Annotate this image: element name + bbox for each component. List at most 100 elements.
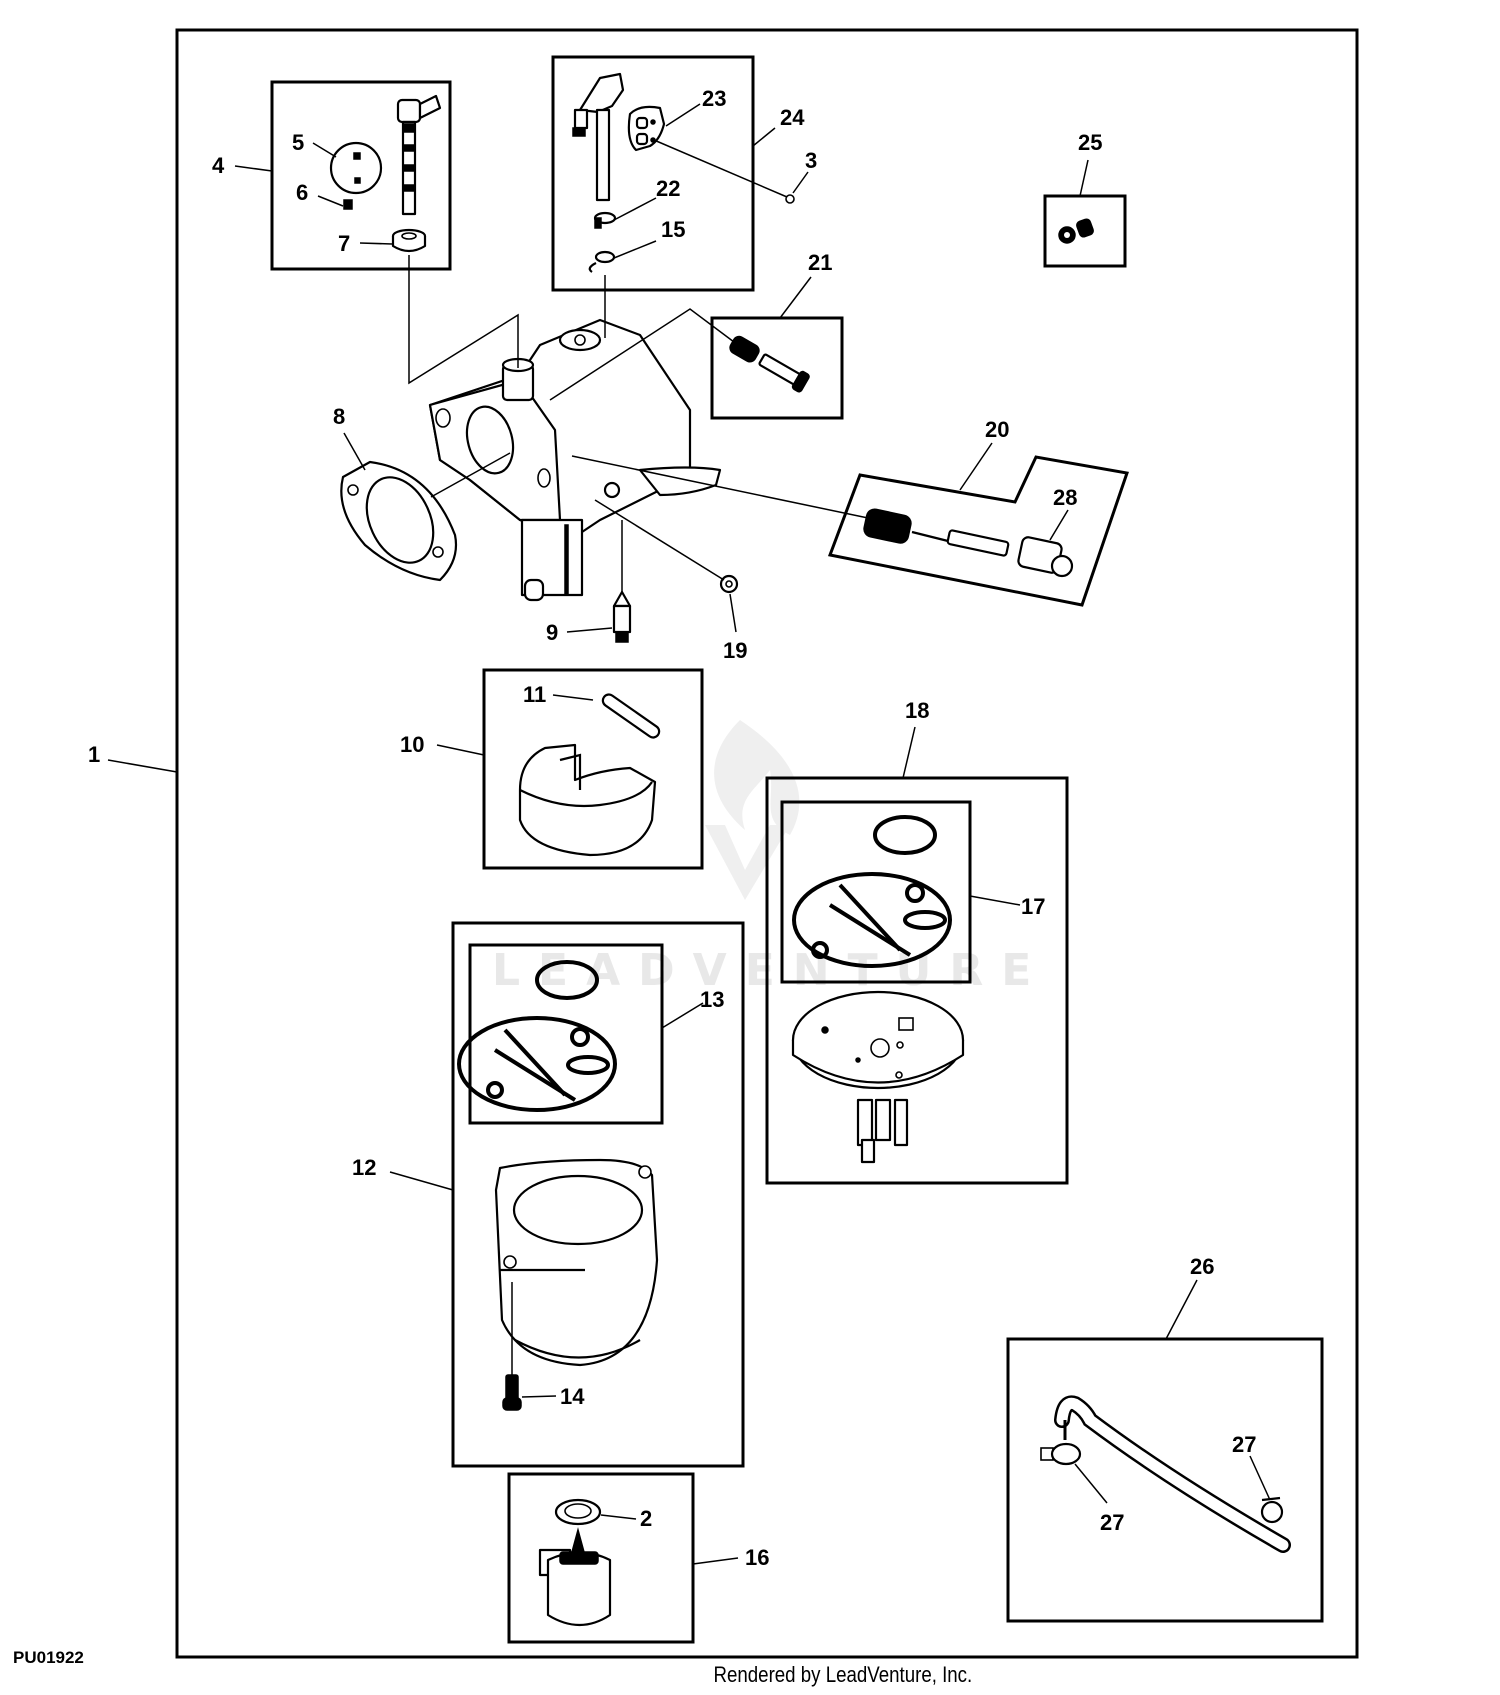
callout-18[interactable]: 18 (905, 698, 929, 723)
callout-20[interactable]: 20 (985, 417, 1009, 442)
callout-12[interactable]: 12 (352, 1155, 376, 1180)
callout-15[interactable]: 15 (661, 217, 685, 242)
leader-11 (552, 694, 594, 701)
callout-21[interactable]: 21 (808, 250, 832, 275)
leader-21 (779, 276, 812, 319)
leader-17 (969, 895, 1021, 906)
group-box-26[interactable] (1006, 1337, 1324, 1623)
leader-19 (729, 593, 737, 633)
callout-19[interactable]: 19 (723, 638, 747, 663)
gasket-kit-part-13[interactable] (457, 960, 617, 1112)
carburetor-body[interactable] (428, 318, 722, 602)
leader-1 (107, 759, 178, 773)
spring-part-15[interactable] (588, 250, 616, 273)
group-box-21[interactable] (710, 316, 844, 420)
watermark-text: LEADVENTURE (492, 945, 1049, 996)
gasket-part-23[interactable] (627, 105, 666, 152)
clamp-part-27b[interactable] (1260, 1496, 1284, 1524)
leader-6 (317, 195, 344, 207)
callout-26[interactable]: 26 (1190, 1254, 1214, 1279)
leader-21-to-body (549, 308, 739, 401)
callout-24[interactable]: 24 (780, 105, 805, 130)
clamp-part-27a[interactable] (1040, 1442, 1082, 1466)
float-hinge-pin-part-11[interactable] (601, 692, 662, 740)
leader-20-to-body (571, 455, 869, 519)
callout-5[interactable]: 5 (292, 130, 304, 155)
callout-22[interactable]: 22 (656, 176, 680, 201)
screw-part-3[interactable] (785, 194, 795, 204)
callout-4[interactable]: 4 (212, 153, 225, 178)
throttle-lever[interactable] (572, 72, 625, 202)
leader-9 (566, 627, 613, 633)
leader-10 (436, 744, 485, 756)
seal-part-22[interactable] (593, 211, 617, 229)
callout-10[interactable]: 10 (400, 732, 424, 757)
callout-17[interactable]: 17 (1021, 894, 1045, 919)
bowl-screw-part-14[interactable] (502, 1282, 522, 1411)
group-box-16[interactable] (507, 1472, 695, 1644)
callout-28[interactable]: 28 (1053, 485, 1077, 510)
leader-19-to-body (594, 499, 725, 581)
leader-27a (1074, 1463, 1108, 1504)
group-box-10[interactable] (482, 668, 704, 870)
leader-24 (752, 127, 776, 147)
leader-8-to-body (430, 452, 511, 498)
plug-kit-part-25[interactable] (1058, 218, 1094, 244)
leader-8 (343, 432, 366, 471)
callout-6[interactable]: 6 (296, 180, 308, 205)
callout-14[interactable]: 14 (560, 1384, 585, 1409)
group-box-25[interactable] (1043, 194, 1127, 268)
pump-plate-part[interactable] (791, 990, 965, 1164)
group-box-12[interactable] (451, 921, 745, 1468)
callout-25[interactable]: 25 (1078, 130, 1102, 155)
idle-mixture-spring[interactable] (863, 508, 913, 545)
fuel-hose-part[interactable] (1054, 1395, 1291, 1553)
callout-13[interactable]: 13 (700, 987, 724, 1012)
inlet-needle-part-9[interactable] (612, 590, 632, 643)
seal-part-7[interactable] (391, 228, 427, 253)
choke-plate-part-5[interactable] (329, 141, 383, 195)
callout-23[interactable]: 23 (702, 86, 726, 111)
leader-15 (613, 240, 657, 259)
callout-9[interactable]: 9 (546, 620, 558, 645)
leader-12 (389, 1171, 454, 1191)
callout-16[interactable]: 16 (745, 1545, 769, 1570)
callout-27a[interactable]: 27 (1100, 1510, 1124, 1535)
leader-14 (521, 1395, 557, 1398)
callout-27b[interactable]: 27 (1232, 1432, 1256, 1457)
idle-mixture-screw[interactable] (911, 529, 1010, 557)
callout-11[interactable]: 11 (523, 682, 546, 707)
screw-part-6[interactable] (343, 199, 353, 210)
float-bowl-part[interactable] (494, 1158, 659, 1367)
idle-speed-screw-part-21[interactable] (727, 333, 810, 393)
fuel-solenoid-part[interactable] (538, 1527, 612, 1626)
float-part[interactable] (518, 743, 657, 857)
watermark-logo (705, 720, 800, 900)
choke-shaft[interactable] (396, 94, 442, 216)
leader-22 (613, 197, 657, 221)
render-credit: Rendered by LeadVenture, Inc. (714, 1664, 973, 1688)
leader-3b (792, 171, 809, 194)
group-box-13[interactable] (468, 943, 664, 1125)
leader-27b (1249, 1455, 1271, 1501)
leader-choke-to-body (408, 255, 519, 385)
callout-3[interactable]: 3 (805, 148, 817, 173)
group-box-18[interactable] (765, 776, 1069, 1185)
assembly-frame (175, 28, 1359, 1659)
gasket-kit-part-17[interactable] (792, 815, 952, 968)
callout-7[interactable]: 7 (338, 231, 350, 256)
leader-5 (312, 142, 337, 158)
group-box-20[interactable] (827, 455, 1129, 607)
group-box-4[interactable] (270, 80, 452, 271)
group-box-24[interactable] (551, 55, 755, 292)
leader-13 (661, 1002, 704, 1029)
leader-7 (359, 242, 393, 245)
washer-part-2[interactable] (554, 1498, 602, 1526)
callout-8[interactable]: 8 (333, 404, 345, 429)
callout-2[interactable]: 2 (640, 1506, 652, 1531)
callout-1[interactable]: 1 (88, 742, 100, 767)
limiter-cap-part-28[interactable] (1017, 536, 1074, 578)
group-box-17[interactable] (780, 800, 972, 984)
gasket-part-8[interactable] (340, 460, 458, 582)
nut-part-19[interactable] (719, 574, 739, 594)
